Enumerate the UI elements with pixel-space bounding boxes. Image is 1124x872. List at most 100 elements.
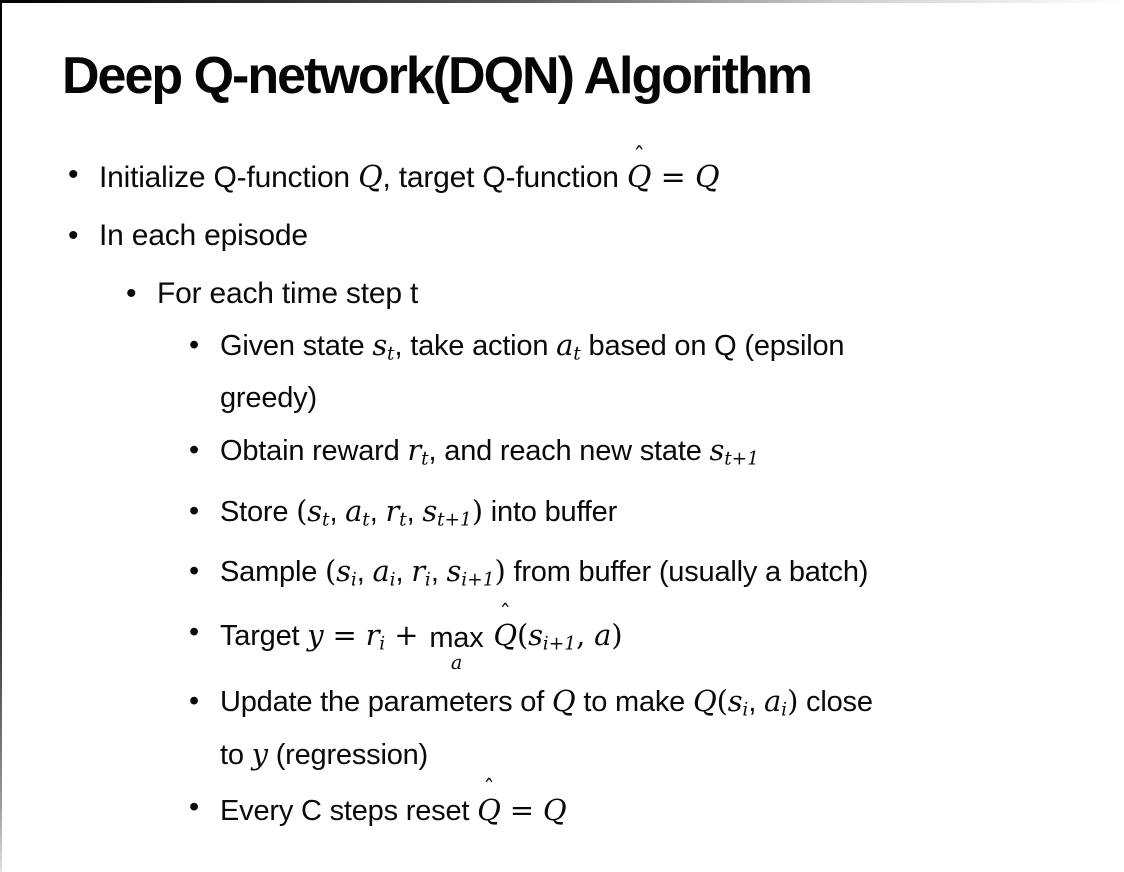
math-text: r [385, 493, 400, 528]
bullet-item: • For each time step t [126, 271, 1114, 316]
plain-text: to make [575, 685, 693, 718]
math-text: = [323, 617, 366, 652]
math-text: ) [787, 683, 799, 718]
math-text: Q [694, 160, 720, 195]
math-text: s [446, 554, 462, 589]
math-text: s [372, 328, 388, 362]
bullet-text: For each time step t [157, 271, 418, 316]
bullet-item: • In each episode [68, 213, 1114, 258]
math-text: + [385, 617, 428, 652]
math-text: = [651, 160, 695, 195]
bullet-item: •Sample (si, ai, ri, si+1) from buffer (… [189, 549, 1114, 602]
bullet-text: In each episode [99, 213, 308, 258]
math-text: i [379, 633, 386, 655]
math-text: a [764, 683, 782, 718]
bullet-list: • Initialize Q-function Q, target Q-funct… [63, 144, 1114, 841]
math-text: s [528, 617, 543, 652]
plain-text: Initialize Q-function [99, 161, 359, 194]
plain-text: close [798, 685, 873, 718]
plain-text: , [430, 556, 447, 589]
bullet-marker-icon: • [68, 219, 79, 252]
math-text: t [421, 448, 429, 470]
math-text: Q [551, 683, 576, 718]
math-text: i [389, 569, 396, 591]
plain-text: (regression) [267, 739, 429, 772]
plain-text: For each time step t [157, 277, 419, 310]
math-text: ) [471, 493, 483, 528]
math-text: t+1 [437, 509, 472, 531]
math-text: i+1 [542, 633, 577, 655]
slide-title: Deep Q-network(DQN) Algorithm [62, 47, 813, 105]
plain-text: based on Q (epsilon [580, 330, 845, 362]
bullet-marker-icon: • [126, 277, 137, 310]
math-text: i [781, 699, 788, 721]
plain-text: , take action [394, 330, 557, 362]
plain-text: Every C steps reset [220, 795, 478, 828]
bullet-text: Initialize Q-function Q, target Q-functi… [99, 144, 720, 200]
plain-text: , and reach new state [428, 435, 710, 468]
math-text: s [422, 493, 437, 528]
math-text: r [407, 433, 422, 468]
operator-base: max [429, 621, 484, 654]
plain-text: , [356, 556, 373, 589]
math-text: t [362, 509, 370, 531]
plain-text: greedy) [220, 382, 317, 415]
math-text: i [350, 569, 357, 591]
bullet-marker-icon: • [189, 615, 199, 648]
math-text: s [336, 554, 351, 589]
math-text: i [424, 569, 431, 591]
math-text: ( [325, 554, 337, 589]
bullet-marker-icon: • [189, 434, 199, 467]
hat-accent: ˆ [483, 776, 495, 803]
math-text: t [573, 343, 581, 365]
plain-text: , [406, 495, 423, 528]
plain-text: to [220, 739, 252, 772]
bullet-marker-icon: • [189, 555, 199, 588]
math-text: t [321, 509, 330, 531]
math-symbol: Q [493, 617, 517, 652]
math-text: = [500, 793, 543, 828]
bullet-text: Given state st, take action at based on … [220, 323, 845, 421]
bullet-text: Obtain reward rt, and reach new state st… [220, 428, 759, 481]
plain-text: , [369, 495, 386, 528]
plain-text: , [329, 495, 346, 528]
math-text: ) [611, 617, 623, 652]
plain-text: , [748, 685, 765, 718]
math-text: Q [542, 793, 567, 828]
math-text: s [709, 433, 725, 468]
bullet-item: • Initialize Q-function Q, target Q-funct… [68, 144, 1114, 200]
plain-text: Store [220, 495, 297, 528]
bullet-text: Update the parameters of Q to make Q(si,… [220, 679, 873, 778]
plain-text: , [395, 556, 412, 589]
hat-accent: ˆ [499, 600, 511, 627]
math-text: r [365, 617, 380, 652]
math-text: Q [692, 683, 717, 718]
bullet-marker-icon: • [189, 329, 199, 361]
bullet-marker-icon: • [189, 791, 199, 824]
math-text: a [345, 493, 363, 528]
plain-text: Target [220, 619, 308, 652]
plain-text: Update the parameters of [220, 685, 552, 718]
plain-text: into buffer [482, 495, 618, 528]
slide-border-top [0, 0, 1124, 3]
math-text: ( [516, 617, 529, 652]
operator-underscript: a [450, 650, 463, 674]
math-text: t+1 [724, 448, 759, 470]
math-text: r [411, 554, 425, 589]
slide-border-left [0, 0, 2, 872]
math-text: s [307, 493, 322, 528]
plain-text: from buffer (usually a batch) [505, 556, 869, 589]
math-text: i [742, 699, 749, 721]
math-text: y [251, 737, 268, 772]
bullet-marker-icon: • [68, 158, 79, 191]
math-symbol: Q [477, 793, 501, 828]
plain-text: Obtain reward [220, 435, 408, 468]
math-text: s [727, 683, 743, 718]
